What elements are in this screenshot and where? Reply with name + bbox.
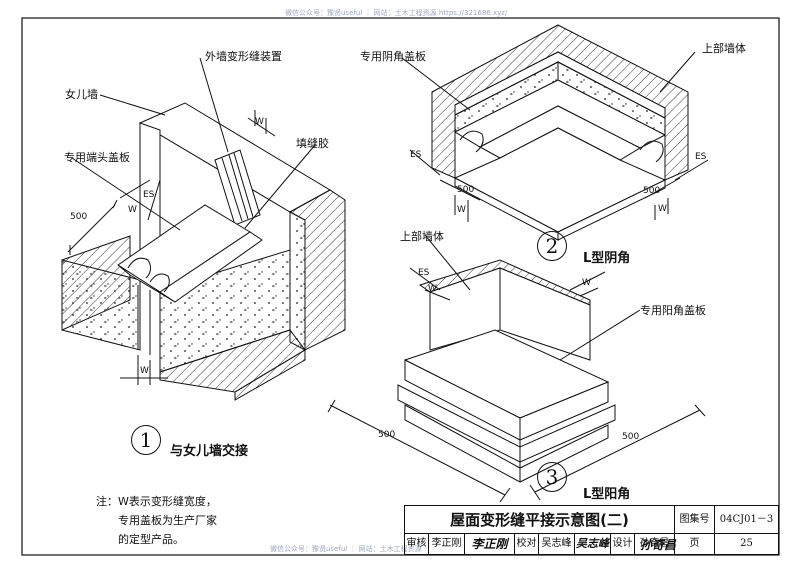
note-block: 注：W表示变形缝宽度， 专用盖板为生产厂家 的定型产品。	[96, 492, 217, 549]
check-signature-cell: 吴志峰	[575, 534, 611, 554]
detail-caption-2: L型阴角	[583, 251, 631, 266]
dim-w-b2: W	[658, 204, 667, 214]
review-label: 审核	[405, 534, 429, 554]
title-block: 屋面变形缝平接示意图(二) 图集号 04CJ01－3 页 25 审核 李正刚 李…	[404, 505, 779, 555]
label-parapet: 女儿墙	[65, 88, 98, 101]
dim-w-a: W	[128, 205, 137, 215]
detail-number-3: 3	[537, 462, 567, 492]
dim-w-b1: W	[457, 205, 466, 215]
dim-w-c1: W	[428, 284, 437, 294]
dim-w-a2: W	[255, 117, 264, 127]
watermark-top: 微信公众号：豫贤useful ｜ 网站：土木工程资源 https://32168…	[285, 9, 508, 17]
review-name: 李正刚	[429, 534, 465, 554]
detail-number-2: 2	[537, 231, 567, 261]
dim-es-a: ES	[143, 190, 155, 200]
page-label: 页	[675, 534, 715, 554]
label-end-cover: 专用端头盖板	[64, 151, 130, 164]
dim-w-c2: W	[582, 278, 591, 288]
drawing-title: 屋面变形缝平接示意图(二)	[405, 506, 675, 534]
note-prefix: 注：	[96, 495, 118, 508]
watermark-bottom: 微信公众号：豫贤useful ｜ 网站：土木工程资源	[270, 545, 422, 553]
detail-number-1: 1	[131, 425, 161, 455]
detail-3-drawing	[327, 234, 706, 503]
check-name: 吴志峰	[539, 534, 575, 554]
note-line-1: 注：W表示变形缝宽度，	[96, 492, 217, 511]
detail-1-drawing	[61, 57, 346, 401]
dim-500-b2: 500	[643, 186, 661, 196]
dim-500-b1: 500	[457, 185, 475, 195]
design-label: 设计	[611, 534, 635, 554]
check-signature: 吴志峰	[576, 537, 609, 550]
note-text-1: W表示变形缝宽度，	[118, 495, 217, 508]
check-label: 校对	[515, 534, 539, 554]
label-expansion-device: 外墙变形缝装置	[205, 50, 282, 63]
label-upper-wall-2: 上部墙体	[400, 230, 444, 243]
dim-500-a: 500	[70, 212, 88, 222]
atlas-value: 04CJ01－3	[715, 506, 778, 534]
label-outer-corner-cover: 专用阳角盖板	[640, 304, 706, 317]
dim-es-c: ES	[418, 268, 430, 278]
label-filler: 填缝胶	[296, 137, 329, 150]
atlas-label: 图集号	[675, 506, 715, 534]
note-line-3: 的定型产品。	[118, 533, 184, 546]
dim-w-a3: W	[140, 366, 149, 376]
note-line-2: 专用盖板为生产厂家	[118, 514, 217, 527]
label-upper-wall-1: 上部墙体	[702, 42, 746, 55]
dim-500-c2: 500	[622, 432, 640, 442]
signature-row: 审核 李正刚 李正刚 校对 吴志峰 吴志峰 设计 孙奇昌	[405, 534, 675, 554]
label-inner-corner-cover: 专用阴角盖板	[360, 50, 426, 63]
detail-caption-3: L型阳角	[583, 487, 631, 502]
page-value: 25	[740, 538, 753, 549]
detail-2-drawing	[401, 24, 709, 241]
design-signature: 孙奇昌	[640, 538, 677, 552]
dim-es-b2: ES	[695, 152, 707, 162]
dim-es-b1: ES	[410, 150, 422, 160]
detail-caption-1: 与女儿墙交接	[170, 444, 249, 459]
design-name: 孙奇昌	[635, 534, 675, 554]
review-signature: 李正刚	[471, 537, 508, 551]
dim-500-c1: 500	[378, 430, 396, 440]
review-signature-cell: 李正刚	[465, 534, 515, 554]
